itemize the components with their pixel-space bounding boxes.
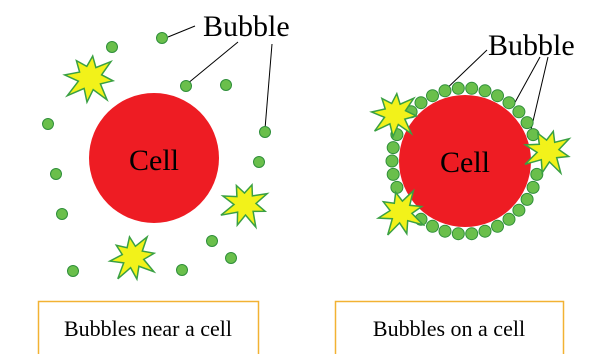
attached-bubble [521, 193, 533, 205]
bubble [157, 33, 168, 44]
attached-bubble [387, 168, 399, 180]
attached-bubble [439, 85, 451, 97]
bubble [51, 169, 62, 180]
attached-bubble [492, 220, 504, 232]
attached-bubble [513, 106, 525, 118]
left-panel: Cell Bubble Bubbles near a cell [39, 10, 290, 354]
bubble [177, 265, 188, 276]
left-caption: Bubbles near a cell [64, 316, 232, 341]
leader-line [168, 26, 195, 37]
attached-bubble [503, 213, 515, 225]
attached-bubble [492, 90, 504, 102]
attached-bubble [415, 97, 427, 109]
attached-bubble [427, 220, 439, 232]
burst-icon [372, 94, 417, 137]
attached-bubble [531, 168, 543, 180]
attached-bubble [427, 90, 439, 102]
attached-bubble [466, 82, 478, 94]
attached-bubble [452, 228, 464, 240]
bubble [260, 127, 271, 138]
attached-bubble [479, 85, 491, 97]
left-bubble-label: Bubble [203, 10, 290, 43]
leader-line [265, 44, 272, 129]
right-panel: Cell Bubble Bubbles on a cell [336, 29, 575, 354]
attached-bubble [513, 204, 525, 216]
burst-icon [110, 237, 154, 279]
right-caption: Bubbles on a cell [373, 316, 525, 341]
attached-bubble [521, 117, 533, 129]
bubble [68, 266, 79, 277]
attached-bubble [479, 225, 491, 237]
bubble [107, 42, 118, 53]
burst-icon [65, 56, 113, 102]
bubble [254, 157, 265, 168]
burst-icon [221, 185, 267, 227]
attached-bubble [439, 225, 451, 237]
bubble [226, 253, 237, 264]
bubble [43, 119, 54, 130]
attached-bubble [386, 155, 398, 167]
bubble [207, 236, 218, 247]
bubble [181, 81, 192, 92]
attached-bubble [452, 82, 464, 94]
bubble [221, 80, 232, 91]
right-cell-label: Cell [440, 146, 490, 179]
leader-line [513, 57, 540, 106]
attached-bubble [503, 97, 515, 109]
attached-bubble [527, 181, 539, 193]
bubble [57, 209, 68, 220]
attached-bubble [391, 181, 403, 193]
right-bubble-label: Bubble [488, 29, 575, 62]
attached-bubble [387, 142, 399, 154]
attached-bubble [466, 228, 478, 240]
leader-line [187, 42, 238, 84]
left-cell-label: Cell [129, 144, 179, 177]
